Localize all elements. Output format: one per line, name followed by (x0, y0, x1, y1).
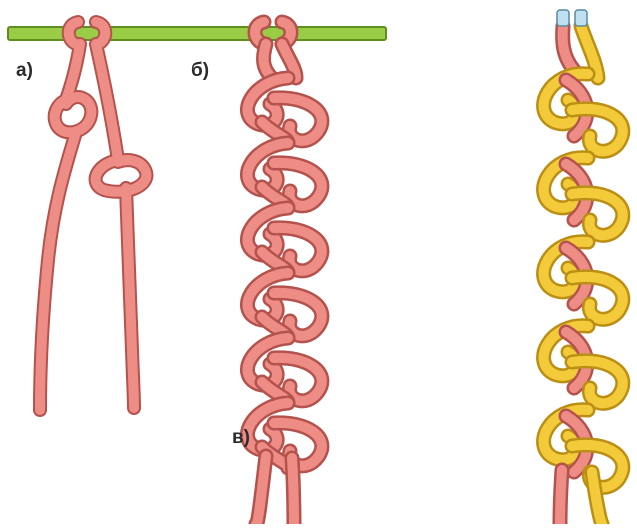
diagram-c-knot-chain (544, 26, 623, 524)
diagram-c-label: в) (232, 427, 250, 449)
c-tail-pink (560, 470, 562, 524)
bead-right (575, 10, 587, 26)
bead-left (557, 10, 569, 26)
diagram-a-label: а) (16, 60, 33, 82)
diagram-b-knot-chain (247, 22, 321, 524)
diagram-a-cord (40, 22, 146, 410)
b-tail-right (292, 458, 294, 524)
diagram-b-label: б) (191, 60, 209, 82)
